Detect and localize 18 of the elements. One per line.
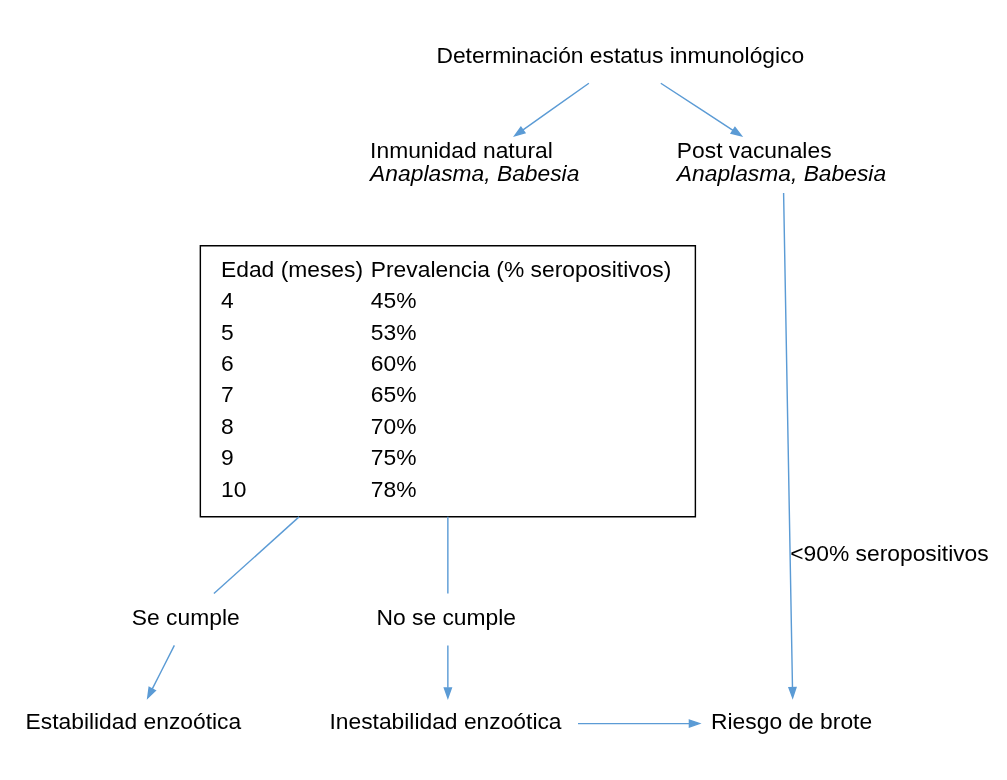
node-text: Inestabilidad enzoótica — [329, 707, 562, 734]
arrow — [577, 718, 702, 728]
arrow — [443, 644, 453, 700]
arrow — [660, 82, 744, 137]
arrow — [513, 82, 590, 137]
edge-label: <90% seropositivos — [790, 539, 989, 566]
node-text: Determinación estatus inmunológico — [436, 41, 805, 68]
node-text: Inmunidad natural Anaplasma, Babesia — [370, 136, 580, 186]
node-box: Edad (meses) Prevalencia (% seropositivos) 4 45% 5 53% 6 60% 7 65% 8 70% 9 75% 10 78% — [199, 244, 697, 517]
arrow — [782, 191, 797, 700]
node-text: Post vacunales Anaplasma, Babesia — [676, 136, 887, 186]
node-text: Se cumple — [131, 603, 240, 630]
connector — [447, 515, 449, 594]
connector — [213, 515, 300, 594]
arrow — [146, 644, 176, 700]
node-text: Riesgo de brote — [711, 707, 873, 734]
node-text: No se cumple — [376, 603, 517, 630]
node-text: Estabilidad enzoótica — [25, 707, 242, 734]
